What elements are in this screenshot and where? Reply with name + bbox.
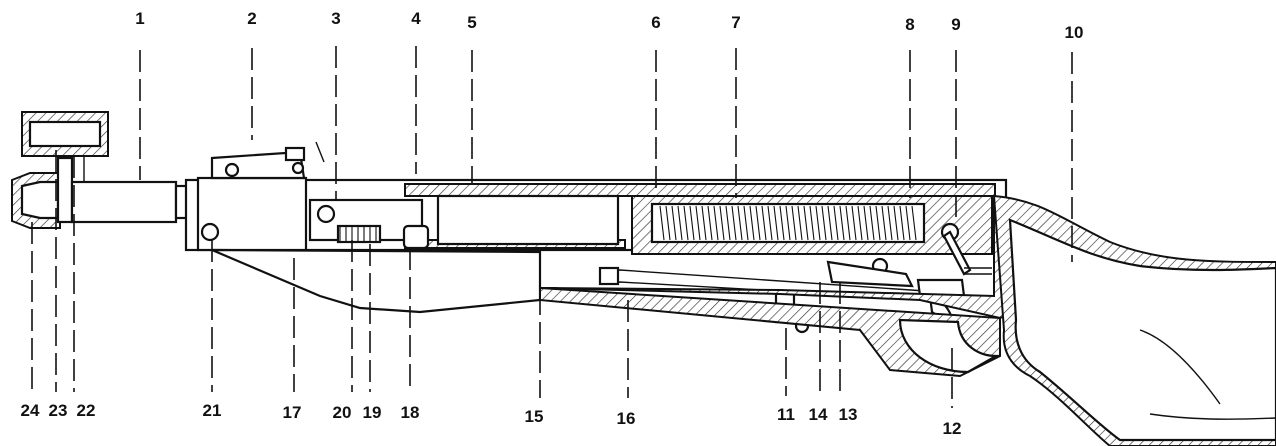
callout-13: 13 (839, 405, 858, 424)
mainspring-assembly (631, 195, 993, 276)
callout-11: 11 (777, 405, 795, 424)
callout-7: 7 (731, 13, 740, 32)
stock (211, 194, 1276, 446)
callout-18: 18 (401, 403, 420, 422)
front-sight-assembly (11, 111, 200, 229)
callout-22: 22 (77, 401, 96, 420)
callout-labels: 1 2 3 4 5 6 7 8 9 10 11 12 13 14 15 16 1… (21, 9, 1084, 438)
callout-8: 8 (905, 15, 914, 34)
callout-19: 19 (363, 403, 382, 422)
callout-24: 24 (21, 401, 40, 420)
callout-2: 2 (247, 9, 256, 28)
callout-16: 16 (617, 409, 636, 428)
callout-10: 10 (1065, 23, 1084, 42)
bolt-assembly (308, 198, 430, 250)
callout-6: 6 (651, 13, 660, 32)
callout-23: 23 (49, 401, 68, 420)
callout-4: 4 (411, 9, 421, 28)
callout-9: 9 (951, 15, 960, 34)
callout-20: 20 (333, 403, 352, 422)
callout-17: 17 (283, 403, 302, 422)
callout-15: 15 (525, 407, 544, 426)
callout-14: 14 (809, 405, 828, 424)
callout-12: 12 (943, 419, 962, 438)
leader-lines (31, 46, 1073, 408)
callout-1: 1 (135, 9, 144, 28)
magazine-window (436, 194, 620, 246)
callout-3: 3 (331, 9, 340, 28)
spring-coils (659, 205, 917, 241)
callout-21: 21 (203, 401, 222, 420)
callout-5: 5 (467, 13, 476, 32)
